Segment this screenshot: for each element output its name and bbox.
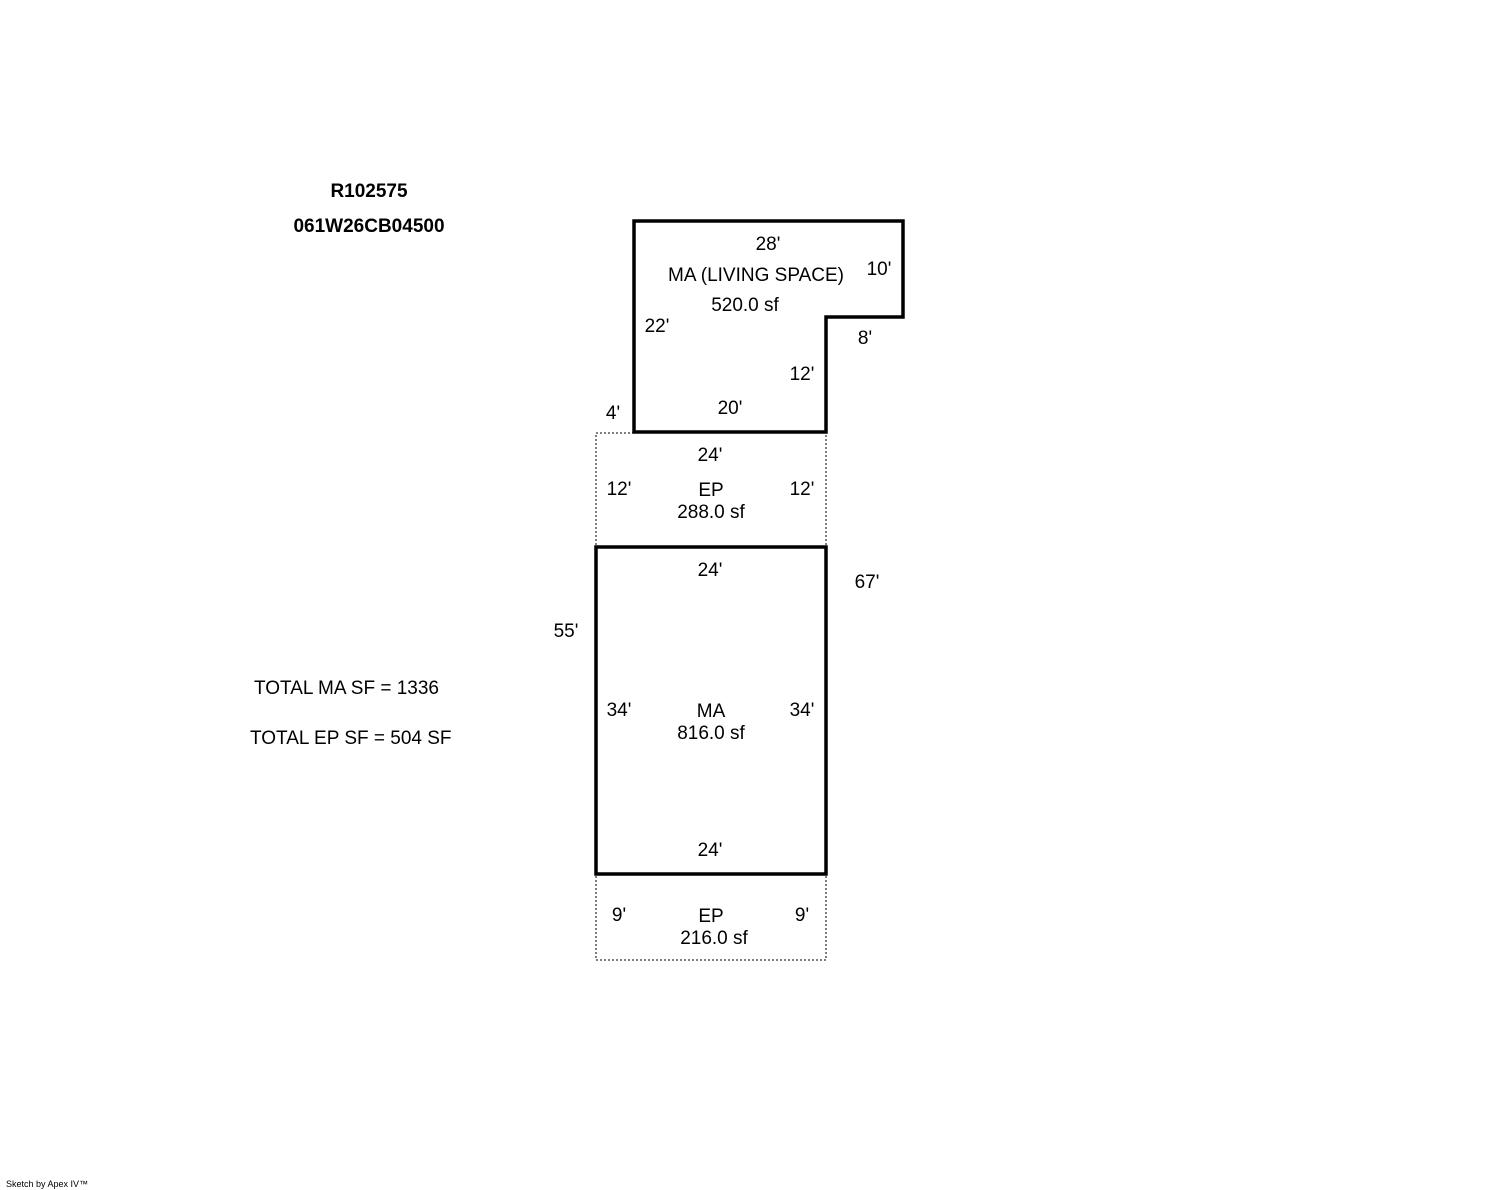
dim-upper-ma-left: 22' <box>645 316 670 337</box>
lower-ep-outline <box>595 873 827 961</box>
dim-overall-right: 67' <box>855 572 880 593</box>
total-ma-sf: TOTAL MA SF = 1336 <box>254 678 439 699</box>
map-number: 061W26CB04500 <box>293 216 444 237</box>
dim-lower-ma-left: 34' <box>607 700 632 721</box>
upper-ma-area: 520.0 sf <box>711 295 779 316</box>
lower-ma-outline <box>594 545 828 876</box>
total-ep-sf: TOTAL EP SF = 504 SF <box>250 728 452 749</box>
dim-upper-ep-left: 12' <box>607 479 632 500</box>
lower-ma-name: MA <box>697 701 726 722</box>
lower-ep-name: EP <box>698 906 723 927</box>
dim-offset-left: 4' <box>606 403 620 424</box>
dim-upper-ep-right: 12' <box>790 479 815 500</box>
dim-upper-ma-top: 28' <box>756 234 781 255</box>
upper-ep-name: EP <box>698 480 723 501</box>
dim-upper-ma-bottom: 20' <box>718 398 743 419</box>
dim-lower-ep-right: 9' <box>795 905 809 926</box>
dim-upper-ma-notch: 8' <box>858 328 872 349</box>
dim-lower-ep-left: 9' <box>612 905 626 926</box>
upper-ma-name: MA (LIVING SPACE) <box>668 265 844 286</box>
upper-ma-outline <box>632 219 905 434</box>
lower-ma-area: 816.0 sf <box>677 723 745 744</box>
parcel-id: R102575 <box>330 181 408 202</box>
dim-upper-ep-top: 24' <box>698 445 723 466</box>
dim-overall-left: 55' <box>554 621 579 642</box>
dim-lower-ma-right: 34' <box>790 700 815 721</box>
dim-upper-ma-right-step: 10' <box>867 259 892 280</box>
dim-upper-ma-inner-right: 12' <box>790 364 815 385</box>
upper-ep-area: 288.0 sf <box>677 502 745 523</box>
lower-ep-area: 216.0 sf <box>680 928 748 949</box>
dim-lower-ma-top: 24' <box>698 560 723 581</box>
dim-lower-ma-bottom: 24' <box>698 840 723 861</box>
sketch-credit: Sketch by Apex IV™ <box>6 1179 88 1189</box>
